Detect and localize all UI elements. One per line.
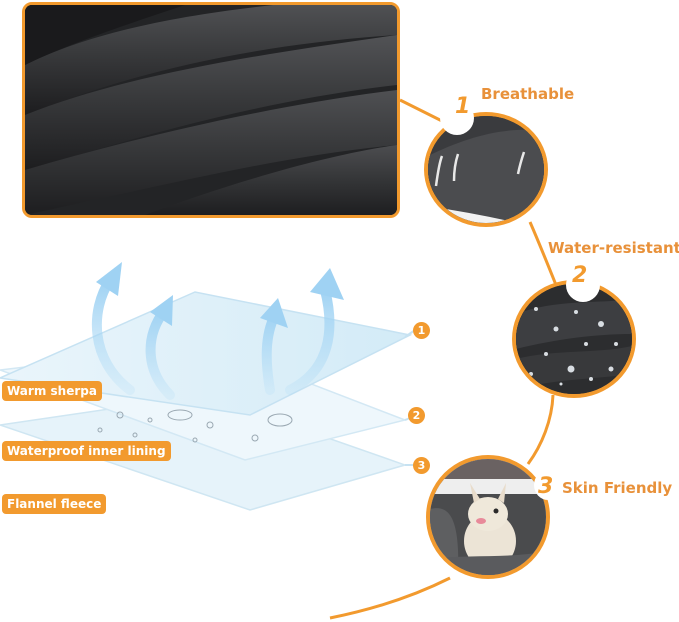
layer-label-waterproof-inner-lining: Waterproof inner lining [2, 441, 171, 461]
notch-2 [566, 268, 600, 302]
layer-diagram [0, 262, 416, 511]
feature-title-breathable: Breathable [481, 85, 575, 103]
layer-badge-2: 2 [408, 407, 425, 424]
feature-number-2: 2 [572, 263, 588, 288]
layer-badge-1: 1 [413, 322, 430, 339]
feature-number-3: 3 [538, 474, 554, 499]
notch-3 [534, 470, 562, 500]
fabric-folds-graphic [25, 5, 397, 215]
water-droplets-graphic [516, 284, 632, 394]
feature-image-skin-friendly [426, 455, 550, 579]
layer-badge-3: 3 [413, 457, 430, 474]
airflow-fabric-graphic [428, 116, 544, 223]
arrow-heads [96, 262, 344, 328]
dog-on-blanket-graphic [430, 459, 546, 575]
feature-title-water-resistant: Water-resistant [548, 239, 679, 257]
layer-label-flannel-fleece: Flannel fleece [2, 494, 107, 514]
feature-image-water-resistant [512, 280, 636, 398]
feature-number-1: 1 [455, 94, 471, 119]
feature-title-skin-friendly: Skin Friendly [562, 479, 673, 497]
layer-label-warm-sherpa: Warm sherpa [2, 381, 102, 401]
notch-1 [440, 101, 474, 135]
hero-fabric-image [22, 2, 400, 218]
feature-image-breathable [424, 112, 548, 227]
